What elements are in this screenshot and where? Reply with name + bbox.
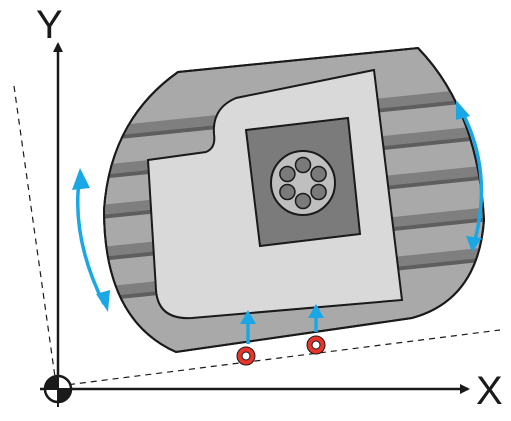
bolt-hole [294, 156, 312, 174]
rotation-arrow-right-icon [456, 100, 484, 252]
dashed-reference-y [13, 85, 57, 385]
y-axis-label: Y [36, 3, 63, 47]
datum-pin-right-icon [306, 335, 326, 355]
chuck-bolt-holes [279, 156, 327, 210]
bolt-hole [310, 165, 327, 183]
x-axis-label: X [476, 369, 503, 413]
bolt-hole [310, 183, 327, 201]
push-arrow-right-icon [308, 304, 324, 332]
dashed-reference-x [57, 329, 501, 387]
push-arrow-left-icon [240, 310, 256, 344]
origin-crosshair-icon [40, 371, 76, 407]
bolt-hole [279, 165, 296, 183]
rotation-arrow-left-icon [72, 168, 110, 312]
bolt-hole [294, 192, 312, 210]
datum-pin-left-icon [236, 346, 256, 366]
bolt-hole [279, 183, 296, 201]
fixture-block [244, 116, 362, 248]
